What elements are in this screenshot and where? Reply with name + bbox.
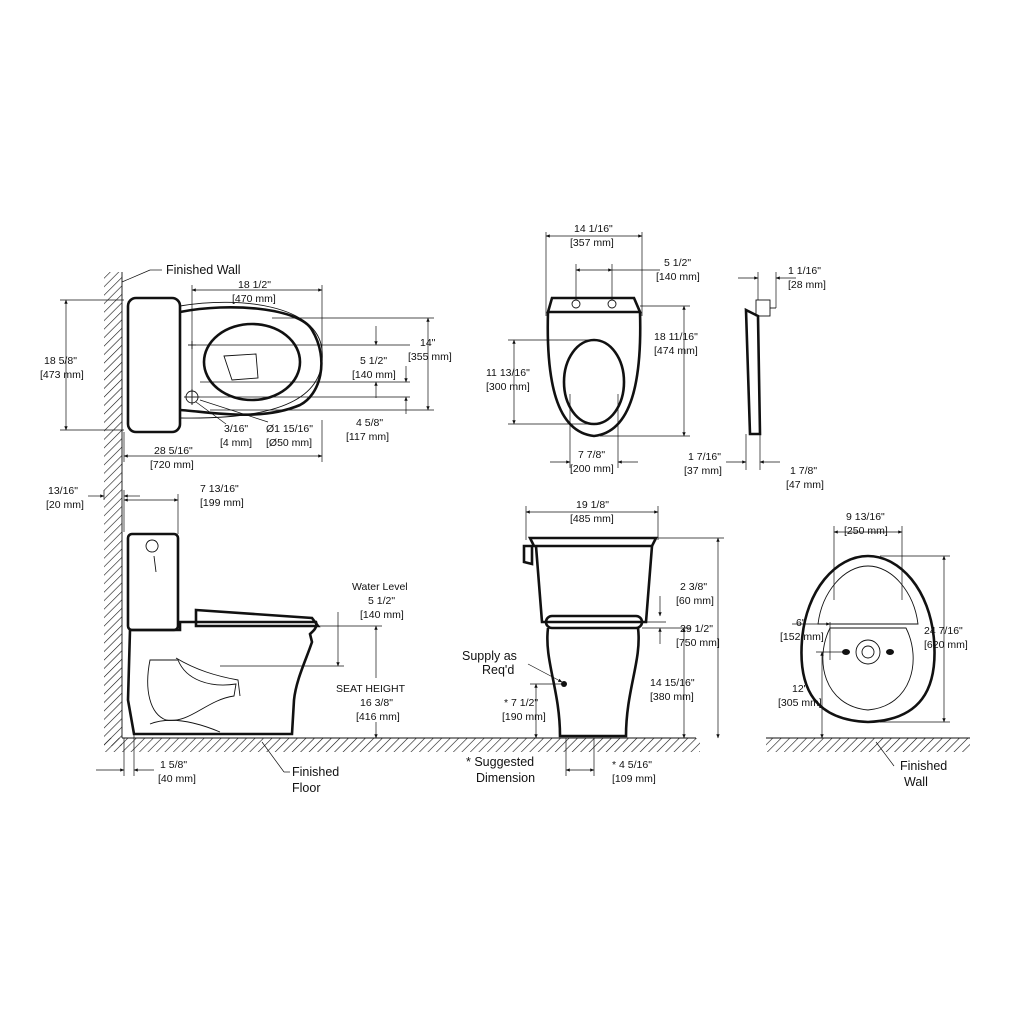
seat-height-label: SEAT HEIGHT	[336, 683, 406, 695]
dim-4-5-8-a: 4 5/8"	[356, 417, 383, 429]
dim-9-13-16-a: 9 13/16"	[846, 511, 885, 523]
dim-2-3-8-b: [60 mm]	[676, 595, 714, 607]
dim-29-1-2-a: 29 1/2"	[680, 623, 713, 635]
dim-7-13-16-a: 7 13/16"	[200, 483, 239, 495]
rear-view-toilet	[800, 554, 936, 724]
dim-18-11-16-a: 18 11/16"	[654, 331, 698, 343]
dim-14-a: 14"	[420, 337, 436, 349]
dim-5-1-2-water-b: [140 mm]	[360, 609, 404, 621]
dim-14-15-16-a: 14 15/16"	[650, 677, 695, 689]
dim-7-7-8-a: 7 7/8"	[578, 449, 605, 461]
dim-1-5-8-a: 1 5/8"	[160, 759, 187, 771]
dim-12-b: [305 mm]	[778, 697, 822, 709]
finished-wall-left	[104, 272, 123, 746]
dim-18-1-2-b: [470 mm]	[232, 293, 276, 305]
finished-wall-br-a: Finished	[900, 759, 947, 773]
dim-diameter-a: Ø1 15/16"	[266, 423, 313, 435]
dim-1-1-16-a: 1 1/16"	[788, 265, 821, 277]
dim-24-7-16-b: [620 mm]	[924, 639, 968, 651]
dim-5-1-2-seat-a: 5 1/2"	[664, 257, 691, 269]
dim-5-1-2-top-b: [140 mm]	[352, 369, 396, 381]
dim-7-13-16-b: [199 mm]	[200, 497, 244, 509]
dim-1-7-8-b: [47 mm]	[786, 479, 824, 491]
dim-5-1-2-top-a: 5 1/2"	[360, 355, 387, 367]
dim-18-11-16-b: [474 mm]	[654, 345, 698, 357]
dim-14-15-16-b: [380 mm]	[650, 691, 694, 703]
dim-1-5-8-b: [40 mm]	[158, 773, 196, 785]
dim-1-7-16-b: [37 mm]	[684, 465, 722, 477]
dim-14-1-16-b: [357 mm]	[570, 237, 614, 249]
dim-5-1-2-water-a: 5 1/2"	[368, 595, 395, 607]
dim-16-3-8-a: 16 3/8"	[360, 697, 393, 709]
dim-3-16-a: 3/16"	[224, 423, 248, 435]
suggested-label-b: Dimension	[476, 771, 535, 785]
dim-14-1-16-a: 14 1/16"	[574, 223, 613, 235]
dim-7-7-8-b: [200 mm]	[570, 463, 614, 475]
dim-12-a: 12"	[792, 683, 808, 695]
dim-18-5-8-b: [473 mm]	[40, 369, 84, 381]
dim-28-5-16-b: [720 mm]	[150, 459, 194, 471]
dim-13-16-a: 13/16"	[48, 485, 78, 497]
dim-2-3-8-a: 2 3/8"	[680, 581, 707, 593]
dim-24-7-16-a: 24 7/16"	[924, 625, 963, 637]
finished-wall-bottom-right	[766, 737, 970, 752]
dim-5-1-2-seat-b: [140 mm]	[656, 271, 700, 283]
seat-side-view	[744, 299, 776, 436]
dim-18-1-2-a: 18 1/2"	[238, 279, 271, 291]
dim-14-b: [355 mm]	[408, 351, 452, 363]
supply-label-b: Req'd	[482, 663, 514, 677]
suggested-label-a: * Suggested	[466, 755, 534, 769]
dim-7-1-2-a: * 7 1/2"	[504, 697, 538, 709]
finished-wall-br-b: Wall	[904, 775, 928, 789]
dim-13-16-b: [20 mm]	[46, 499, 84, 511]
water-level-label: Water Level	[352, 581, 408, 593]
dim-diameter-b: [Ø50 mm]	[266, 437, 312, 449]
dim-11-13-16-b: [300 mm]	[486, 381, 530, 393]
dim-1-1-16-b: [28 mm]	[788, 279, 826, 291]
dim-6-b: [152 mm]	[780, 631, 824, 643]
dim-7-1-2-b: [190 mm]	[502, 711, 546, 723]
finished-wall-top-label: Finished Wall	[166, 263, 241, 277]
dim-29-1-2-b: [750 mm]	[676, 637, 720, 649]
dim-18-5-8-a: 18 5/8"	[44, 355, 77, 367]
supply-label-a: Supply as	[462, 649, 517, 663]
dim-3-16-b: [4 mm]	[220, 437, 252, 449]
finished-floor	[104, 737, 700, 752]
seat-top-view	[546, 296, 642, 438]
dim-19-1-8-b: [485 mm]	[570, 513, 614, 525]
dim-4-5-16-b: [109 mm]	[612, 773, 656, 785]
dim-6-a: 6"	[796, 617, 806, 629]
dim-4-5-8-b: [117 mm]	[346, 431, 389, 443]
dim-11-13-16-a: 11 13/16"	[486, 367, 530, 379]
dim-16-3-8-b: [416 mm]	[356, 711, 400, 723]
dim-28-5-16-a: 28 5/16"	[154, 445, 193, 457]
finished-floor-label-a: Finished	[292, 765, 339, 779]
dim-9-13-16-b: [250 mm]	[844, 525, 888, 537]
dim-19-1-8-a: 19 1/8"	[576, 499, 609, 511]
side-view-toilet	[126, 532, 321, 736]
front-view-toilet	[522, 536, 659, 738]
dim-4-5-16-a: * 4 5/16"	[612, 759, 652, 771]
dim-1-7-8-a: 1 7/8"	[790, 465, 817, 477]
finished-floor-label-b: Floor	[292, 781, 320, 795]
dim-1-7-16-a: 1 7/16"	[688, 451, 721, 463]
